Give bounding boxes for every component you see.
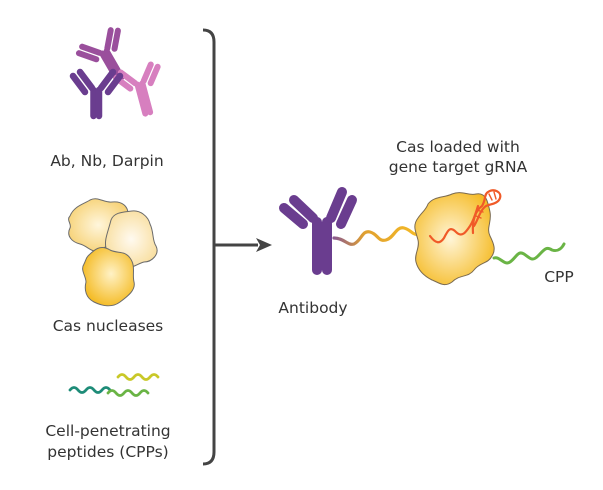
cpp-peptide-tail bbox=[492, 242, 566, 265]
cpp-peptide-green bbox=[106, 389, 150, 397]
cas-nucleases-icon bbox=[68, 198, 158, 307]
label-cas-loaded-line1: Cas loaded with bbox=[396, 138, 520, 156]
label-cas-nucleases: Cas nucleases bbox=[53, 317, 164, 335]
label-ab-nb-darpin: Ab, Nb, Darpin bbox=[50, 152, 163, 170]
antibody-icon-conjugate bbox=[279, 187, 357, 275]
label-cas-loaded-line2: gene target gRNA bbox=[389, 158, 528, 176]
arrow-head-icon bbox=[256, 238, 272, 252]
antibody-cluster-icon bbox=[69, 27, 161, 120]
antibody-icon-pink bbox=[113, 61, 161, 117]
linker-chain bbox=[332, 226, 422, 246]
antibody-icon-mid-purple bbox=[75, 27, 125, 83]
label-cpp-line2: peptides (CPPs) bbox=[47, 443, 168, 461]
cpp-peptide-teal bbox=[68, 386, 112, 394]
cas-protein-shape bbox=[82, 247, 135, 307]
grouping-bracket bbox=[202, 28, 216, 466]
cpp-peptide-yellow bbox=[116, 373, 160, 381]
grna-hairpin bbox=[471, 189, 502, 235]
label-antibody: Antibody bbox=[278, 299, 347, 317]
label-cpp-line1: Cell-penetrating bbox=[45, 422, 170, 440]
grna-icon bbox=[428, 189, 502, 244]
cpp-peptides-icon bbox=[68, 373, 160, 397]
label-cpp: CPP bbox=[544, 268, 574, 286]
antibody-icon-dark-purple bbox=[69, 68, 124, 120]
